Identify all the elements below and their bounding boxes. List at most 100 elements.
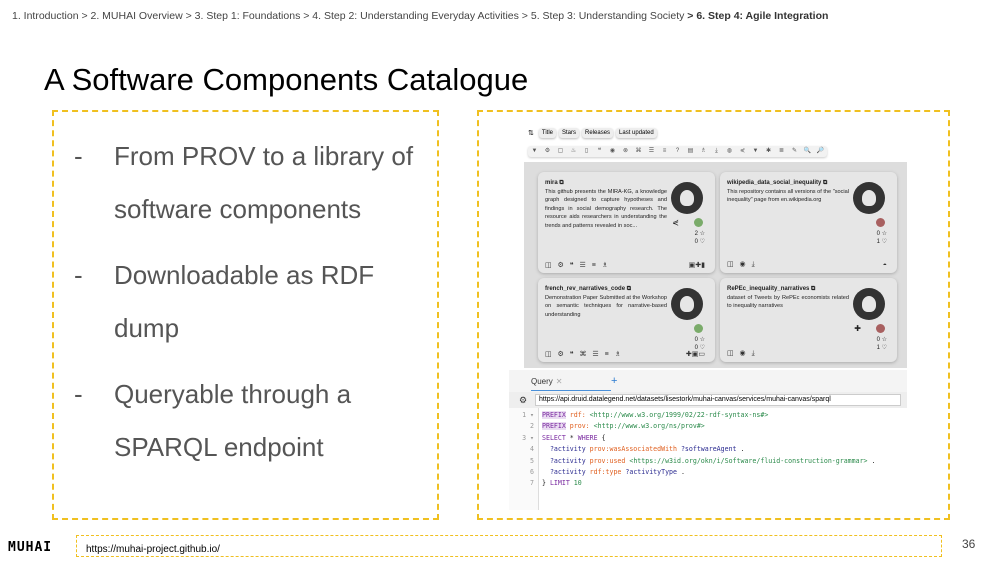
category-icons: ◫ ⚙ ❝ ⌘ ☰ ≡ ♗ [545, 351, 623, 358]
gear-icon[interactable]: ⚙ [519, 394, 528, 405]
footer-url[interactable]: https://muhai-project.github.io/ [76, 535, 942, 557]
code-token: <https://w3id.org/okn/i/Software/fluid-c… [629, 456, 868, 465]
screenshot-frame [477, 110, 950, 520]
code-token: } [542, 479, 550, 488]
code-token: prov:used [589, 456, 630, 465]
bullet-text: From PROV to a library of software compo… [114, 141, 414, 224]
filter-icon[interactable]: 🔍 [803, 148, 812, 154]
language-icons: ✚▣▭ [685, 351, 705, 358]
code-token: ?softwareAgent [680, 445, 737, 454]
sort-icon: ⇅ [528, 130, 534, 137]
repo-description: This github presents the MIRA-KG, a know… [545, 189, 667, 229]
repo-card[interactable]: RePEc_inequality_narratives ⧉ dataset of… [720, 277, 897, 362]
bullet-list: - From PROV to a library of software comp… [74, 130, 434, 487]
muhai-logo: MUHAI [8, 540, 53, 555]
releases-count: 0 ♡ [694, 239, 705, 245]
code-token: <http://www.w3.org/1999/02/22-rdf-syntax… [589, 411, 769, 419]
code-line: ?activity prov:wasAssociatedWith ?softwa… [542, 444, 875, 455]
filter-icon[interactable]: ◉ [609, 148, 616, 154]
line-number: 1 ▾ [522, 411, 534, 419]
github-icon [853, 287, 885, 320]
repo-description: This repository contains all versions of… [727, 189, 849, 204]
code-line: ?activity rdf:type ?activityType . [542, 467, 875, 478]
filter-icon[interactable]: ≣ [778, 148, 785, 154]
filter-icon[interactable]: ♗ [700, 148, 707, 154]
code-token: * [565, 433, 578, 442]
category-icons: ◫ ◉ ⤓ [727, 350, 757, 357]
line-number: 5 [530, 456, 534, 465]
repo-name[interactable]: wikipedia_data_social_inequality ⧉ [727, 180, 828, 186]
filter-icon[interactable]: ▢ [557, 148, 564, 154]
code-token: LIMIT [549, 479, 570, 488]
filter-icon[interactable]: ▯ [584, 148, 589, 154]
repo-card[interactable]: mira ⧉ This github presents the MIRA-KG,… [538, 172, 715, 273]
sort-releases-button[interactable]: Releases [582, 128, 614, 138]
filter-icon[interactable]: 🔎 [816, 148, 825, 154]
code-token: prov:wasAssociatedWith [589, 445, 681, 454]
code-token: prov: [565, 422, 594, 431]
status-dot [876, 218, 885, 227]
bullet-item: - From PROV to a library of software comp… [74, 130, 434, 236]
stars-count: 0 ☆ [876, 336, 887, 343]
close-icon[interactable]: ✕ [555, 376, 563, 386]
status-dot [694, 323, 703, 333]
filter-icon[interactable]: ? [675, 148, 680, 154]
card-mid-icon: ⋞ [672, 218, 679, 227]
bullet-dash: - [74, 141, 83, 171]
code-token: ?activity [542, 456, 590, 465]
filter-icon[interactable]: ✎ [791, 148, 798, 154]
repo-name[interactable]: mira ⧉ [545, 180, 564, 186]
filter-icon[interactable]: ✱ [765, 148, 772, 154]
github-icon [853, 182, 885, 214]
sort-stars-button[interactable]: Stars [559, 128, 580, 138]
code-token: . [867, 456, 876, 465]
code-token: PREFIX [542, 422, 566, 431]
filter-toolbar: ▼ ⚙ ▢ ♨ ▯ ❝ ◉ ⊗ ⌘ ☰ ≡? ▤ ♗ ⤓ ◍ ⋞ ▼ ✱ ≣ ✎ 🔍 🔎 [528, 146, 827, 157]
filter-icon[interactable]: ❝ [597, 148, 602, 154]
filter-icon[interactable]: ▼ [531, 148, 538, 154]
line-number: 4 [530, 445, 534, 454]
filter-icon[interactable]: ⌘ [635, 148, 642, 154]
bullet-dash: - [74, 260, 83, 290]
line-number: 7 [530, 479, 534, 488]
filter-icon[interactable]: ◍ [726, 148, 733, 154]
filter-icon[interactable]: ⊗ [622, 148, 629, 154]
bullet-item: -Queryable through a SPARQL endpoint [74, 368, 434, 474]
endpoint-input[interactable]: https://api.druid.datalegend.net/dataset… [535, 394, 901, 406]
repo-card[interactable]: french_rev_narratives_code ⧉ Demonstrati… [538, 277, 715, 362]
filter-icon[interactable]: ⚙ [544, 148, 551, 154]
releases-count: 1 ♡ [876, 344, 887, 351]
sort-bar: ⇅ Title Stars Releases Last updated [528, 128, 657, 138]
code-line: SELECT * WHERE { [542, 433, 875, 444]
releases-count: 0 ♡ [694, 344, 705, 351]
language-icons: ◓ [882, 261, 887, 269]
code-token: ?activityType [625, 468, 677, 477]
page-number: 36 [962, 537, 976, 551]
filter-icon[interactable]: ♨ [570, 148, 577, 154]
sparql-editor: Query✕ + ⚙ https://api.druid.datalegend.… [509, 370, 907, 510]
breadcrumb: 1. Introduction > 2. MUHAI Overview > 3.… [12, 10, 828, 22]
sort-last-updated-button[interactable]: Last updated [616, 128, 657, 138]
filter-icon[interactable]: ▼ [752, 148, 759, 154]
bullet-text: Queryable through a SPARQL endpoint [114, 379, 352, 462]
repo-name[interactable]: RePEc_inequality_narratives ⧉ [727, 285, 816, 292]
tab-query[interactable]: Query✕ [531, 372, 611, 391]
code-token: . [676, 468, 685, 477]
repo-card[interactable]: wikipedia_data_social_inequality ⧉ This … [720, 172, 897, 273]
sort-title-button[interactable]: Title [538, 128, 556, 138]
repo-description: Demonstration Paper Submitted at the Wor… [545, 294, 667, 318]
filter-icon[interactable]: ☰ [648, 148, 655, 154]
code-token: SELECT [542, 433, 566, 442]
filter-icon[interactable]: ⋞ [739, 148, 746, 154]
card-grid: mira ⧉ This github presents the MIRA-KG,… [524, 162, 907, 368]
repo-name[interactable]: french_rev_narratives_code ⧉ [545, 285, 631, 292]
filter-icon[interactable]: ⤓ [715, 148, 718, 154]
filter-icon[interactable]: ▤ [687, 148, 694, 154]
category-icons: ◫ ⚙ ❝ ☰ ≡ ♗ [545, 261, 611, 269]
add-tab-button[interactable]: + [611, 375, 618, 387]
code-line: } LIMIT 10 [542, 478, 875, 489]
code-lines[interactable]: PREFIX rdf: <http://www.w3.org/1999/02/2… [539, 408, 875, 510]
filter-icon[interactable]: ≡ [662, 148, 667, 154]
